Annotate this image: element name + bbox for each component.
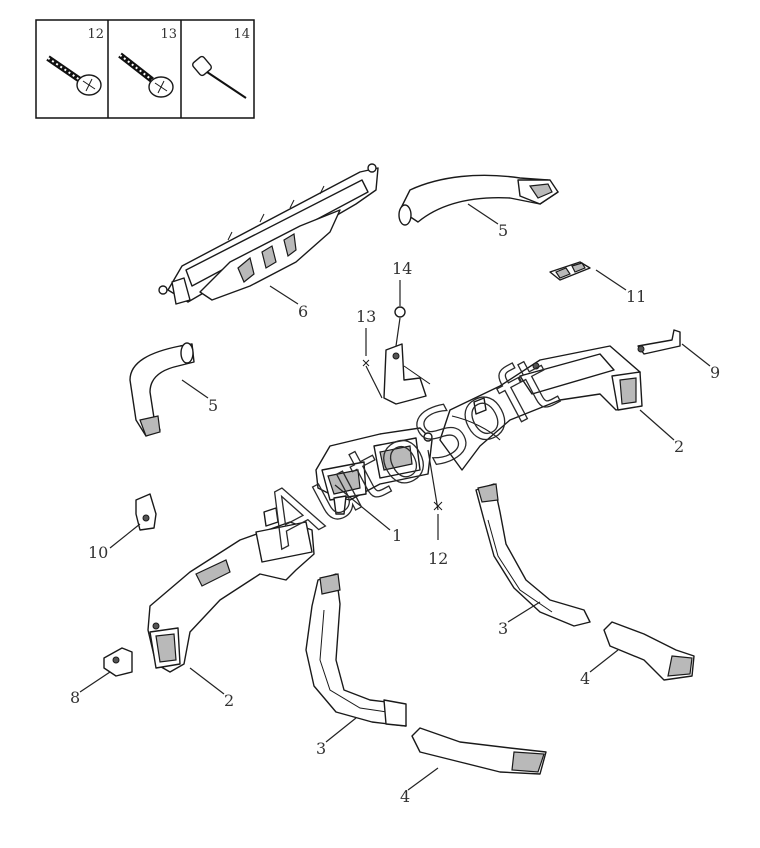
callout-4-left: 4 (400, 787, 410, 806)
floor-outlet-part-4-right (603, 621, 695, 681)
side-hose-part-5-left (129, 342, 195, 437)
callout-2-left: 2 (224, 691, 234, 710)
rivet-icon (192, 55, 247, 99)
callout-12: 12 (428, 549, 448, 568)
inset-number-13: 13 (160, 27, 177, 42)
callout-13: 13 (356, 307, 376, 326)
callout-14: 14 (392, 259, 412, 278)
callout-10: 10 (88, 543, 108, 562)
bracket-part-9 (637, 329, 681, 355)
bracket-part-8 (103, 647, 133, 677)
floor-duct-part-3-right (475, 483, 591, 627)
callout-3-left: 3 (316, 739, 326, 758)
callout-5-upper: 5 (498, 221, 508, 240)
phillips-screw-icon (46, 55, 102, 96)
callout-numbers: 1 2 2 3 3 4 4 5 5 6 8 9 10 11 12 13 14 (70, 221, 720, 806)
callout-11: 11 (626, 287, 646, 306)
autosoft-watermark: AutoSoft (249, 340, 570, 565)
side-duct-part-2-right (439, 345, 643, 471)
clip-part-11 (549, 261, 591, 281)
mounting-bracket-center (362, 306, 431, 405)
callout-8: 8 (70, 688, 80, 707)
callout-1: 1 (392, 526, 402, 545)
center-vent-part-1 (315, 427, 433, 515)
side-hose-part-5-upper (398, 174, 559, 226)
callout-2-right: 2 (674, 437, 684, 456)
inset-number-14: 14 (233, 27, 250, 42)
inset-number-12: 12 (87, 27, 104, 42)
bracket-part-10 (135, 493, 157, 531)
callout-3-right: 3 (498, 619, 508, 638)
leader-lines (79, 203, 711, 791)
callout-6: 6 (298, 302, 308, 321)
rivet-marker-14 (394, 306, 406, 318)
floor-duct-part-3-left (305, 573, 407, 727)
front-center-duct-part-6 (158, 163, 379, 305)
callout-9: 9 (710, 363, 720, 382)
callout-5-left: 5 (208, 396, 218, 415)
floor-outlet-part-4-left (411, 727, 547, 775)
fastener-inset-table: 12 13 14 (35, 19, 255, 119)
self-drilling-screw-icon (118, 52, 174, 98)
callout-4-right: 4 (580, 669, 590, 688)
side-duct-part-2-left (147, 507, 315, 673)
